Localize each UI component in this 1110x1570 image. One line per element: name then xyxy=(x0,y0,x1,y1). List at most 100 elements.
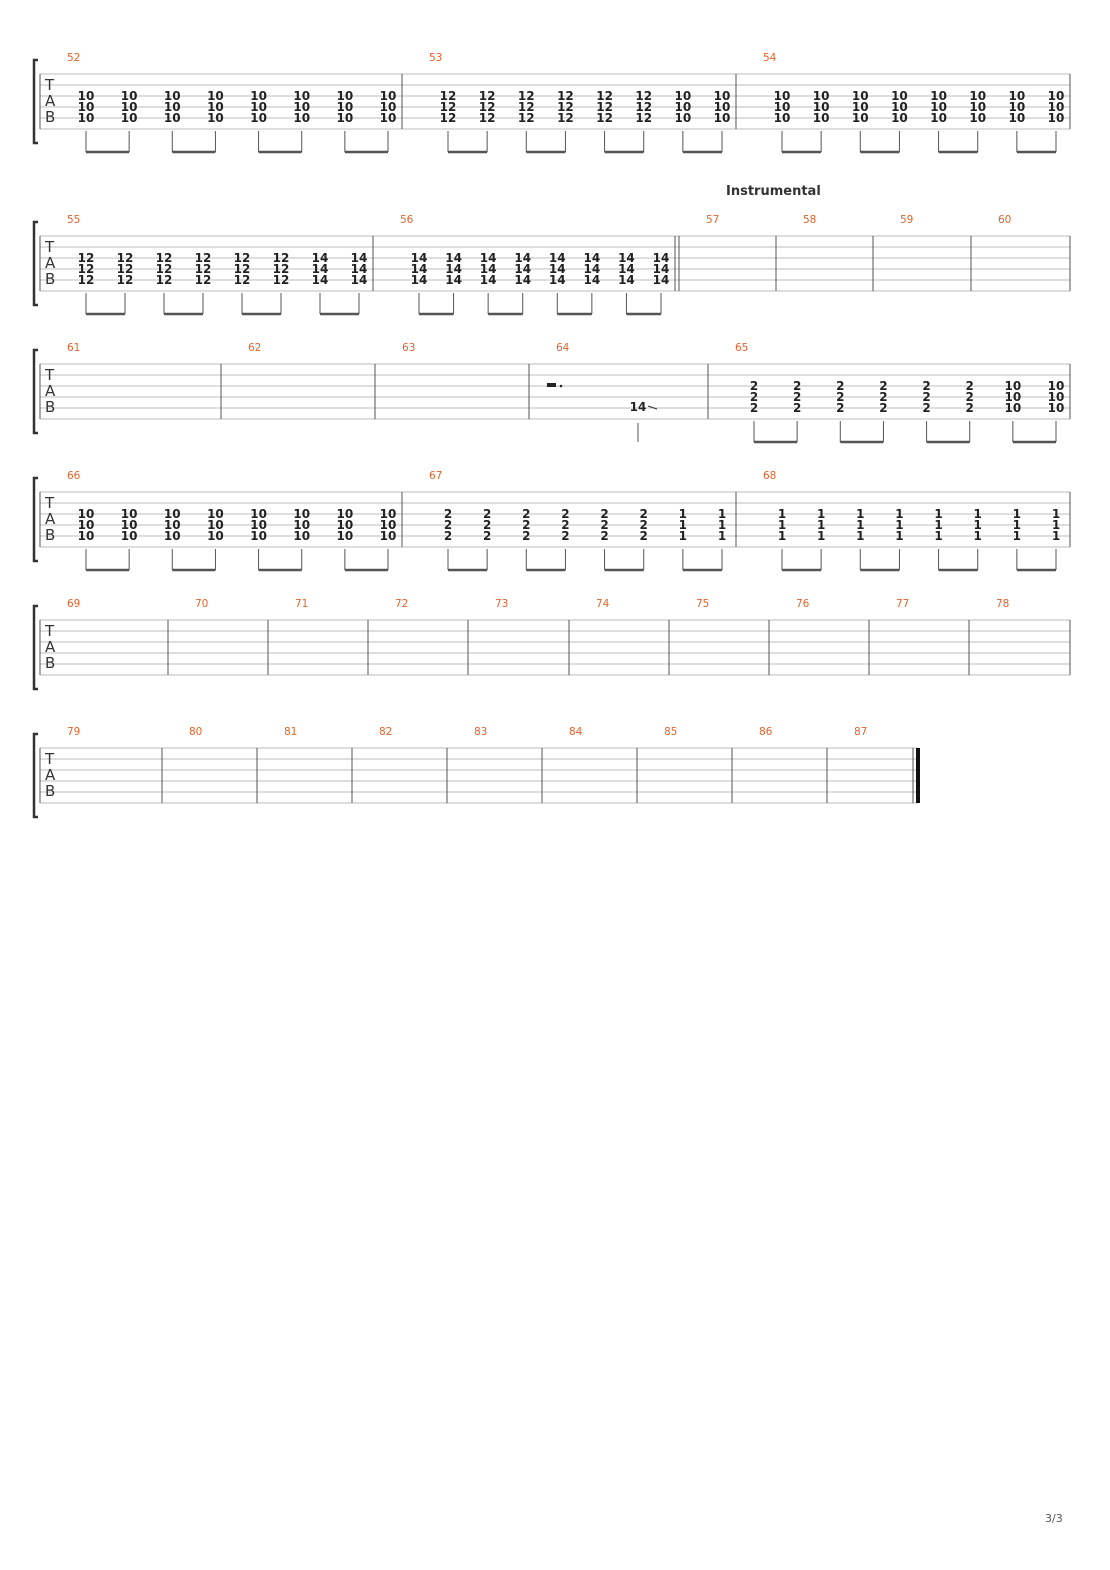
fret-number: 10 xyxy=(852,111,869,125)
tab-clef-letter: A xyxy=(45,382,56,400)
fret-number: 10 xyxy=(293,89,310,103)
system-bracket xyxy=(32,476,38,563)
fret-number: 1 xyxy=(1013,529,1021,543)
fret-number: 12 xyxy=(156,262,173,276)
fret-number: 2 xyxy=(561,518,569,532)
fret-number: 1 xyxy=(817,507,825,521)
measure-number: 69 xyxy=(67,598,80,610)
fret-number: 14 xyxy=(351,273,368,287)
fret-number: 1 xyxy=(1052,518,1060,532)
measure-number: 67 xyxy=(429,470,442,482)
fret-number: 10 xyxy=(121,111,138,125)
fret-number: 14 xyxy=(480,262,497,276)
fret-number: 10 xyxy=(121,507,138,521)
fret-number: 1 xyxy=(856,518,864,532)
fret-number: 12 xyxy=(195,251,212,265)
fret-number: 10 xyxy=(1005,379,1022,393)
fret-number: 10 xyxy=(293,518,310,532)
fret-number: 2 xyxy=(444,518,452,532)
fret-number: 10 xyxy=(121,518,138,532)
fret-number: 1 xyxy=(1013,518,1021,532)
fret-number: 10 xyxy=(164,111,181,125)
fret-number: 12 xyxy=(234,262,251,276)
measure-number: 79 xyxy=(67,726,80,738)
fret-number: 10 xyxy=(164,507,181,521)
fret-number: 14 xyxy=(514,251,531,265)
fret-number: 10 xyxy=(969,89,986,103)
fret-number: 2 xyxy=(793,379,801,393)
fret-number: 1 xyxy=(718,529,726,543)
fret-number: 12 xyxy=(635,111,652,125)
fret-number: 10 xyxy=(78,529,95,543)
measure-number: 65 xyxy=(735,342,748,354)
fret-number: 10 xyxy=(813,100,830,114)
fret-number: 10 xyxy=(891,100,908,114)
measure-number: 78 xyxy=(996,598,1009,610)
fret-number: 12 xyxy=(479,89,496,103)
fret-number: 10 xyxy=(774,89,791,103)
fret-number: 1 xyxy=(895,518,903,532)
fret-number: 14 xyxy=(480,251,497,265)
measure-number: 73 xyxy=(495,598,508,610)
fret-number: 12 xyxy=(117,273,134,287)
fret-number: 10 xyxy=(337,100,354,114)
measure-number: 57 xyxy=(706,214,719,226)
fret-number: 1 xyxy=(679,507,687,521)
tab-clef-letter: A xyxy=(45,92,56,110)
fret-number: 10 xyxy=(78,89,95,103)
fret-number: 14 xyxy=(312,262,329,276)
tab-clef-letter: B xyxy=(45,108,55,126)
section-label: Instrumental xyxy=(726,184,821,199)
fret-number: 2 xyxy=(836,390,844,404)
measure-number: 86 xyxy=(759,726,773,738)
fret-number: 12 xyxy=(479,100,496,114)
fret-number: 10 xyxy=(1009,89,1026,103)
fret-number: 12 xyxy=(195,262,212,276)
measure-number: 85 xyxy=(664,726,677,738)
measure-number: 61 xyxy=(67,342,80,354)
fret-number: 10 xyxy=(293,507,310,521)
fret-number: 2 xyxy=(640,529,648,543)
fret-number: 10 xyxy=(207,518,224,532)
measure-number: 64 xyxy=(556,342,570,354)
fret-number: 10 xyxy=(852,89,869,103)
fret-number: 2 xyxy=(879,390,887,404)
fret-number: 10 xyxy=(852,100,869,114)
fret-number: 10 xyxy=(250,100,267,114)
fret-number: 12 xyxy=(479,111,496,125)
fret-number: 10 xyxy=(1009,100,1026,114)
measure-number: 80 xyxy=(189,726,202,738)
tab-clef-letter: B xyxy=(45,398,55,416)
measure-number: 56 xyxy=(400,214,414,226)
fret-number: 2 xyxy=(483,529,491,543)
fret-number: 12 xyxy=(440,100,457,114)
fret-number: 1 xyxy=(895,529,903,543)
measure-number: 58 xyxy=(803,214,816,226)
fret-number: 10 xyxy=(337,89,354,103)
fret-number: 14 xyxy=(351,262,368,276)
fret-number: 10 xyxy=(250,111,267,125)
fret-number: 2 xyxy=(483,518,491,532)
measure-number: 81 xyxy=(284,726,297,738)
fret-number: 10 xyxy=(337,518,354,532)
fret-number: 10 xyxy=(969,111,986,125)
fret-number: 14 xyxy=(584,251,601,265)
fret-number: 1 xyxy=(718,507,726,521)
fret-number: 2 xyxy=(483,507,491,521)
fret-number: 14 xyxy=(618,262,635,276)
fret-number: 10 xyxy=(1048,390,1065,404)
fret-number: 10 xyxy=(380,507,397,521)
fret-number: 2 xyxy=(444,529,452,543)
fret-number: 2 xyxy=(522,507,530,521)
fret-number: 10 xyxy=(78,507,95,521)
fret-number: 12 xyxy=(557,111,574,125)
measure-number: 77 xyxy=(896,598,909,610)
fret-number: 1 xyxy=(934,507,942,521)
fret-number: 1 xyxy=(856,529,864,543)
fret-number: 10 xyxy=(930,100,947,114)
fret-number: 10 xyxy=(207,111,224,125)
fret-number: 2 xyxy=(600,507,608,521)
fret-number: 2 xyxy=(966,379,974,393)
fret-number: 12 xyxy=(635,89,652,103)
